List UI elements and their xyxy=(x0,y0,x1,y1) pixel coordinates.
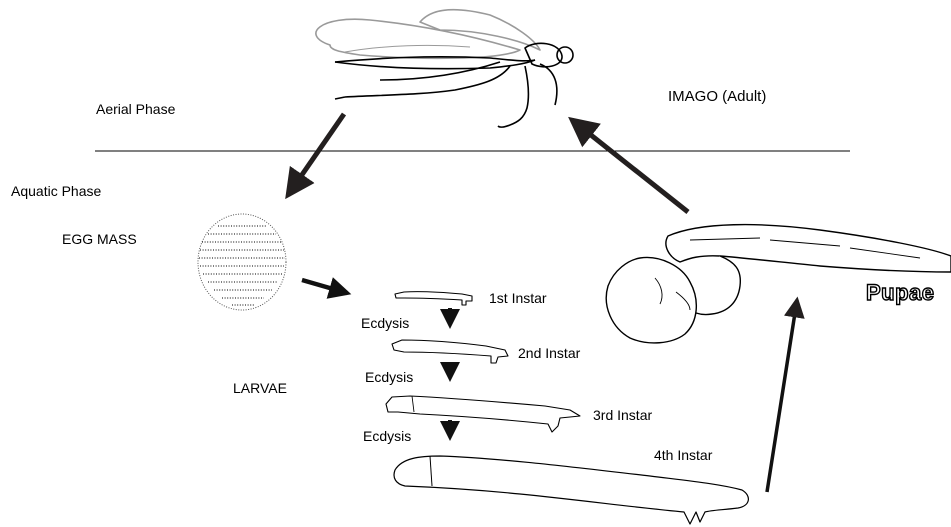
larvae-label: LARVAE xyxy=(233,381,287,395)
arrow-egg-to-larvae xyxy=(302,280,347,293)
aerial-phase-label: Aerial Phase xyxy=(96,102,175,116)
ecdysis-label-3: Ecdysis xyxy=(363,429,411,443)
egg-mass-icon xyxy=(198,214,286,310)
arrow-pupae-to-adult xyxy=(572,120,688,212)
larva-instar-2-icon xyxy=(392,340,508,363)
arrow-larvae-to-pupae xyxy=(767,300,797,492)
instar-1-label: 1st Instar xyxy=(489,291,547,305)
egg-mass-label: EGG MASS xyxy=(62,232,137,246)
ecdysis-label-2: Ecdysis xyxy=(365,370,413,384)
adult-fly-icon xyxy=(316,10,573,127)
pupae-label: Pupae xyxy=(866,282,935,304)
larva-instar-3-icon xyxy=(386,396,580,432)
larva-instar-1-icon xyxy=(395,292,472,305)
arrow-adult-to-egg xyxy=(288,114,344,195)
ecdysis-label-1: Ecdysis xyxy=(361,316,409,330)
instar-3-label: 3rd Instar xyxy=(593,408,652,422)
aquatic-phase-label: Aquatic Phase xyxy=(11,184,101,198)
instar-2-label: 2nd Instar xyxy=(518,346,580,360)
larva-instar-4-icon xyxy=(394,456,748,524)
imago-label: IMAGO (Adult) xyxy=(668,89,766,104)
instar-4-label: 4th Instar xyxy=(654,448,712,462)
